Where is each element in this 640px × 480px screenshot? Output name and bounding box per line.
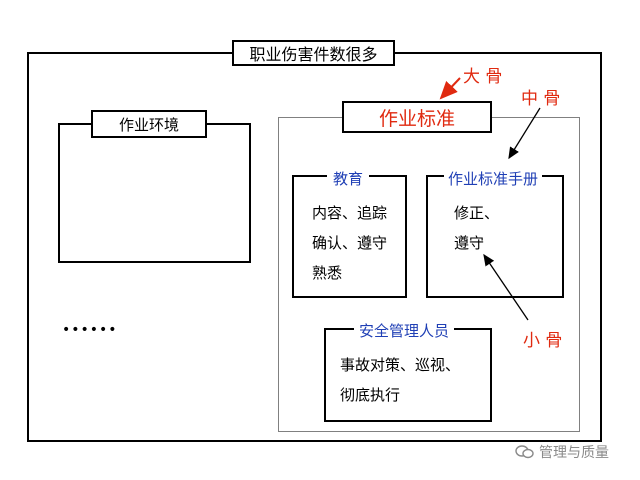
manual-text: 修正、 遵守 xyxy=(454,204,500,252)
wechat-icon xyxy=(515,445,535,459)
small-bone-arrow xyxy=(483,253,529,321)
mid-bone-label: 中 骨 xyxy=(521,89,561,109)
standard-title: 作业标准 xyxy=(342,101,492,133)
main-title: 职业伤害件数很多 xyxy=(232,40,395,66)
safety-title: 安全管理人员 xyxy=(354,320,455,341)
environment-title: 作业环境 xyxy=(91,110,207,138)
education-title: 教育 xyxy=(327,168,370,189)
ellipsis: •••••• xyxy=(62,322,118,338)
safety-text: 事故对策、巡视、 彻底执行 xyxy=(340,356,461,404)
education-text: 内容、追踪 确认、遵守 熟悉 xyxy=(312,204,388,282)
watermark-text: 管理与质量 xyxy=(539,445,609,461)
mid-bone-arrow xyxy=(508,107,541,160)
manual-title: 作业标准手册 xyxy=(444,168,543,189)
big-bone-label: 大 骨 xyxy=(463,67,503,87)
watermark: 管理与质量 xyxy=(515,442,609,462)
big-bone-arrow xyxy=(439,77,461,100)
small-bone-label: 小 骨 xyxy=(523,331,563,351)
